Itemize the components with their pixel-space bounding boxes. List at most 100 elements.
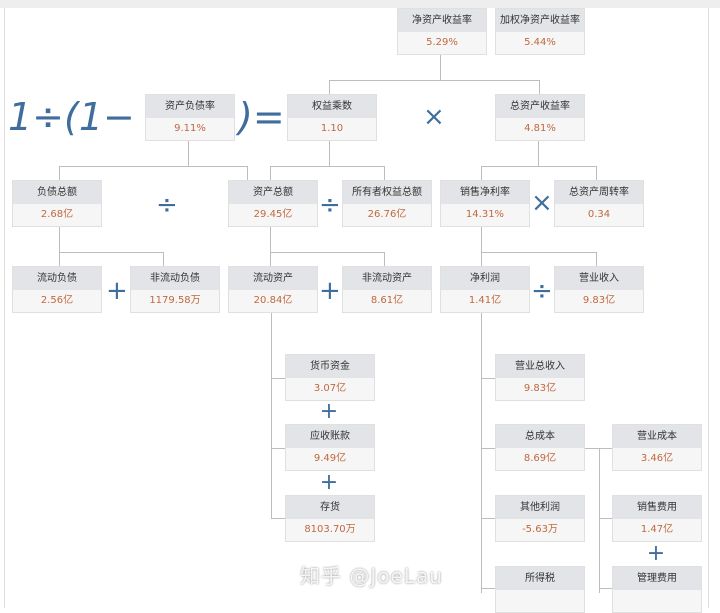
connector-line	[270, 166, 271, 180]
metric-label: 管理费用	[613, 567, 701, 590]
metric-value: 3.07亿	[286, 378, 374, 400]
metric-box-income-tax[interactable]: 所得税	[495, 566, 585, 613]
connector-line	[596, 166, 597, 180]
metric-label: 净资产收益率	[398, 9, 486, 32]
metric-label: 其他利润	[496, 496, 584, 519]
connector-line	[596, 252, 597, 266]
metric-value: 2.68亿	[13, 204, 101, 226]
metric-value: 5.29%	[398, 32, 486, 54]
metric-label: 流动负债	[13, 267, 101, 290]
metric-label: 资产负债率	[146, 95, 234, 118]
connector-line	[163, 252, 164, 266]
metric-label: 营业总收入	[496, 355, 584, 378]
connector-line	[440, 53, 441, 80]
metric-value: 9.83亿	[496, 378, 584, 400]
connector-line	[481, 588, 495, 589]
metric-value: 5.44%	[496, 32, 584, 54]
connector-line	[481, 448, 495, 449]
metric-box-admin-expense[interactable]: 管理费用	[612, 566, 702, 613]
metric-label: 加权净资产收益率	[496, 9, 584, 32]
plus-operator: +	[319, 276, 341, 306]
metric-label: 所有者权益总额	[343, 181, 431, 204]
metric-value: 26.76亿	[343, 204, 431, 226]
connector-line	[59, 166, 248, 167]
metric-label: 资产总额	[229, 181, 317, 204]
connector-line	[584, 448, 612, 449]
metric-label: 应收账款	[286, 425, 374, 448]
connector-line	[481, 312, 482, 593]
metric-value: 1.47亿	[613, 519, 701, 541]
metric-value: 1179.58万	[131, 290, 219, 312]
connector-line	[270, 226, 271, 266]
metric-label: 流动资产	[229, 267, 317, 290]
metric-value: 8.69亿	[496, 448, 584, 470]
metric-label: 销售净利率	[441, 181, 529, 204]
connector-line	[59, 166, 60, 180]
plus-operator: +	[106, 276, 128, 306]
connector-line	[270, 166, 385, 167]
connector-line	[481, 252, 597, 253]
metric-value: 0.34	[555, 204, 643, 226]
connector-line	[329, 140, 330, 166]
metric-value: 4.81%	[496, 118, 584, 140]
connector-line	[271, 378, 285, 379]
connector-line	[599, 588, 612, 589]
connector-line	[271, 448, 285, 449]
metric-label: 营业收入	[555, 267, 643, 290]
metric-label: 非流动资产	[343, 267, 431, 290]
metric-label: 总资产收益率	[496, 95, 584, 118]
metric-label: 营业成本	[613, 425, 701, 448]
top-band	[0, 0, 720, 8]
metric-label: 非流动负债	[131, 267, 219, 290]
plus-operator: +	[319, 399, 339, 424]
metric-label: 权益乘数	[288, 95, 376, 118]
divide-operator: ÷	[156, 190, 178, 220]
connector-line	[538, 140, 539, 166]
metric-value: 3.46亿	[613, 448, 701, 470]
metric-label: 货币资金	[286, 355, 374, 378]
divide-operator: ÷	[531, 276, 553, 306]
plus-operator: +	[319, 470, 339, 495]
connector-line	[384, 252, 385, 266]
connector-line	[384, 166, 385, 180]
connector-line	[481, 166, 597, 167]
connector-line	[481, 518, 495, 519]
connector-line	[599, 518, 612, 519]
multiply-operator: ×	[531, 188, 553, 218]
metric-value: 29.45亿	[229, 204, 317, 226]
multiply-operator: ×	[423, 102, 445, 132]
metric-value: -5.63万	[496, 519, 584, 541]
connector-line	[329, 80, 540, 81]
connector-line	[271, 518, 285, 519]
metric-label: 净利润	[441, 267, 529, 290]
plus-operator: +	[646, 541, 666, 566]
connector-line	[270, 252, 385, 253]
connector-line	[329, 80, 330, 94]
metric-label: 负债总额	[13, 181, 101, 204]
metric-box-other-profit[interactable]: 其他利润-5.63万	[495, 495, 585, 542]
metric-value: 1.41亿	[441, 290, 529, 312]
